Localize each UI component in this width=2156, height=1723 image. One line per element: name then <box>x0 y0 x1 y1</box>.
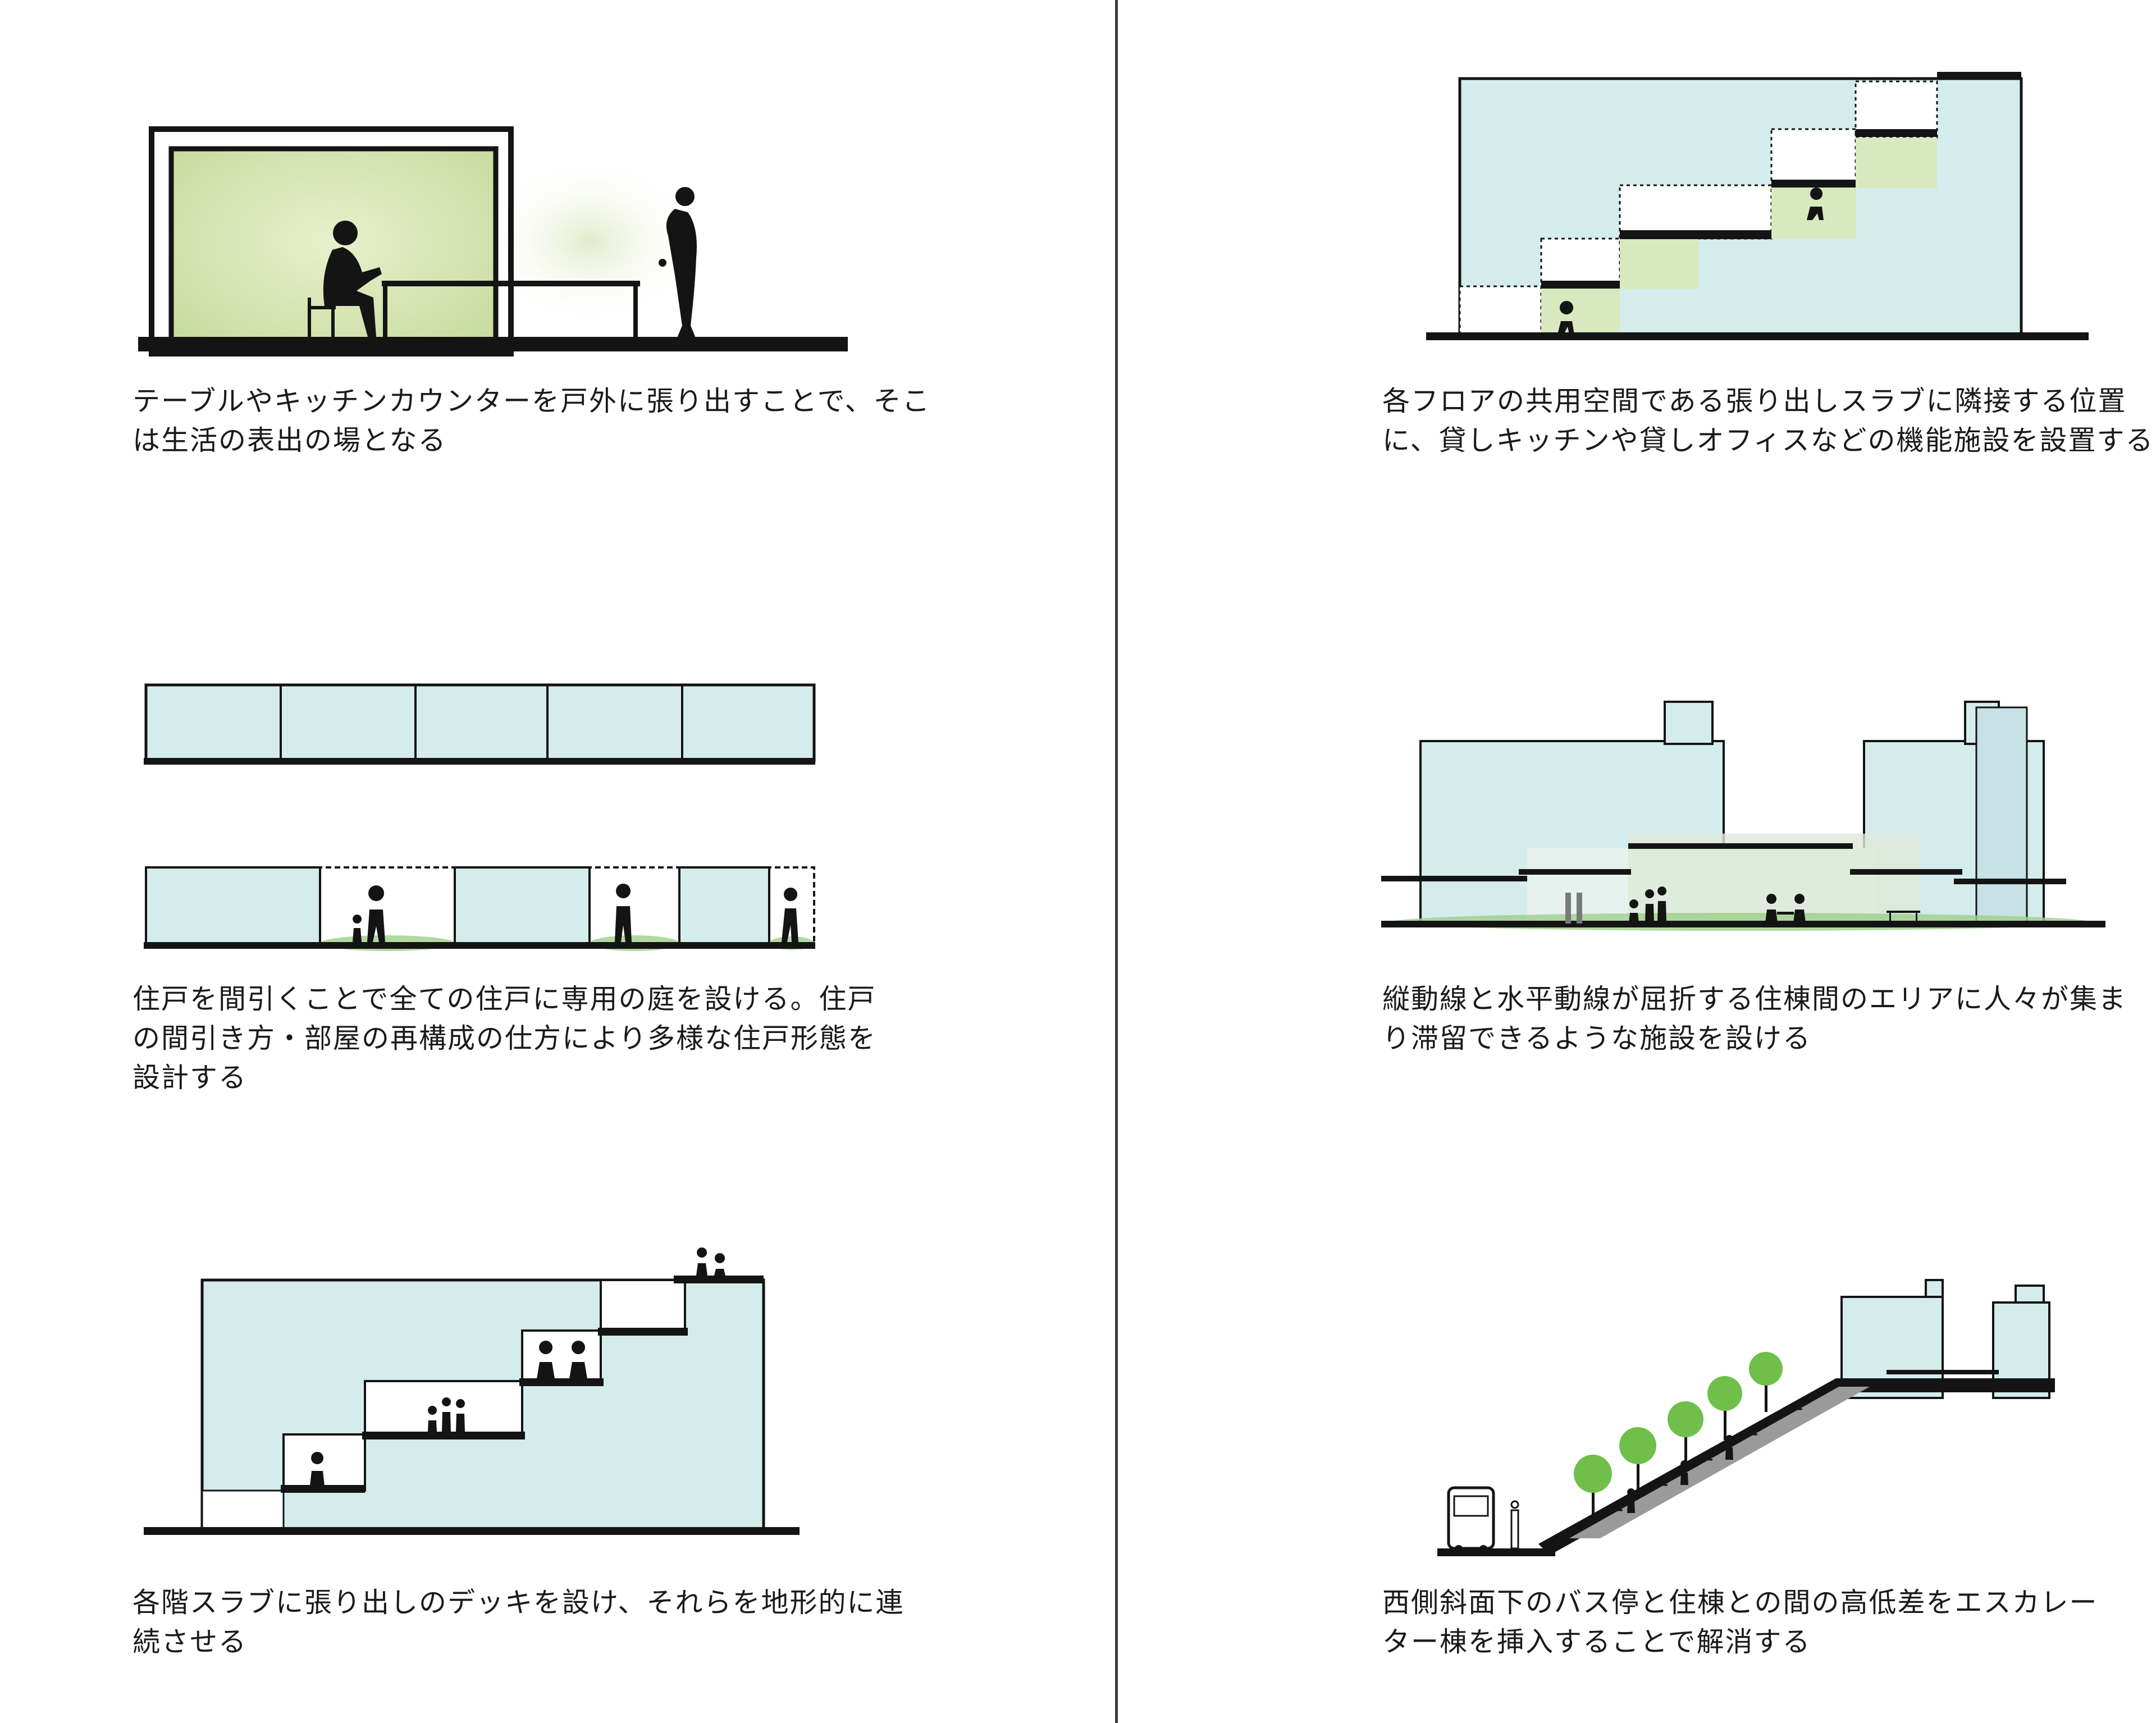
diagram-unit-gardens <box>140 674 825 966</box>
diagram-outdoor-table <box>135 112 876 371</box>
diagram-stepped-facilities <box>1404 67 2100 359</box>
caption-outdoor-table: テーブルやキッチンカウンターを戸外に張り出すことで、そこ は生活の表出の場となる <box>133 385 931 456</box>
diagram-terraced-decks <box>140 1235 814 1550</box>
diagram-escalator-slope <box>1437 1274 2089 1566</box>
page-divider <box>1115 0 1118 1723</box>
caption-gathering-area: 縦動線と水平動線が屈折する住棟間のエリアに人々が集ま り滞留できるような施設を設… <box>1382 983 2127 1054</box>
diagram-gathering-area <box>1381 696 2111 943</box>
caption-escalator-slope: 西側斜面下のバス停と住棟との間の高低差をエスカレー ター棟を挿入することで解消す… <box>1382 1587 2098 1658</box>
caption-stepped-facilities: 各フロアの共用空間である張り出しスラブに隣接する位置 に、貸しキッチンや貸しオフ… <box>1382 385 2154 456</box>
caption-terraced-decks: 各階スラブに張り出しのデッキを設け、それらを地形的に連 続させる <box>133 1587 905 1658</box>
caption-unit-gardens: 住戸を間引くことで全ての住戸に専用の庭を設ける。住戸 の間引き方・部屋の再構成の… <box>133 983 877 1094</box>
